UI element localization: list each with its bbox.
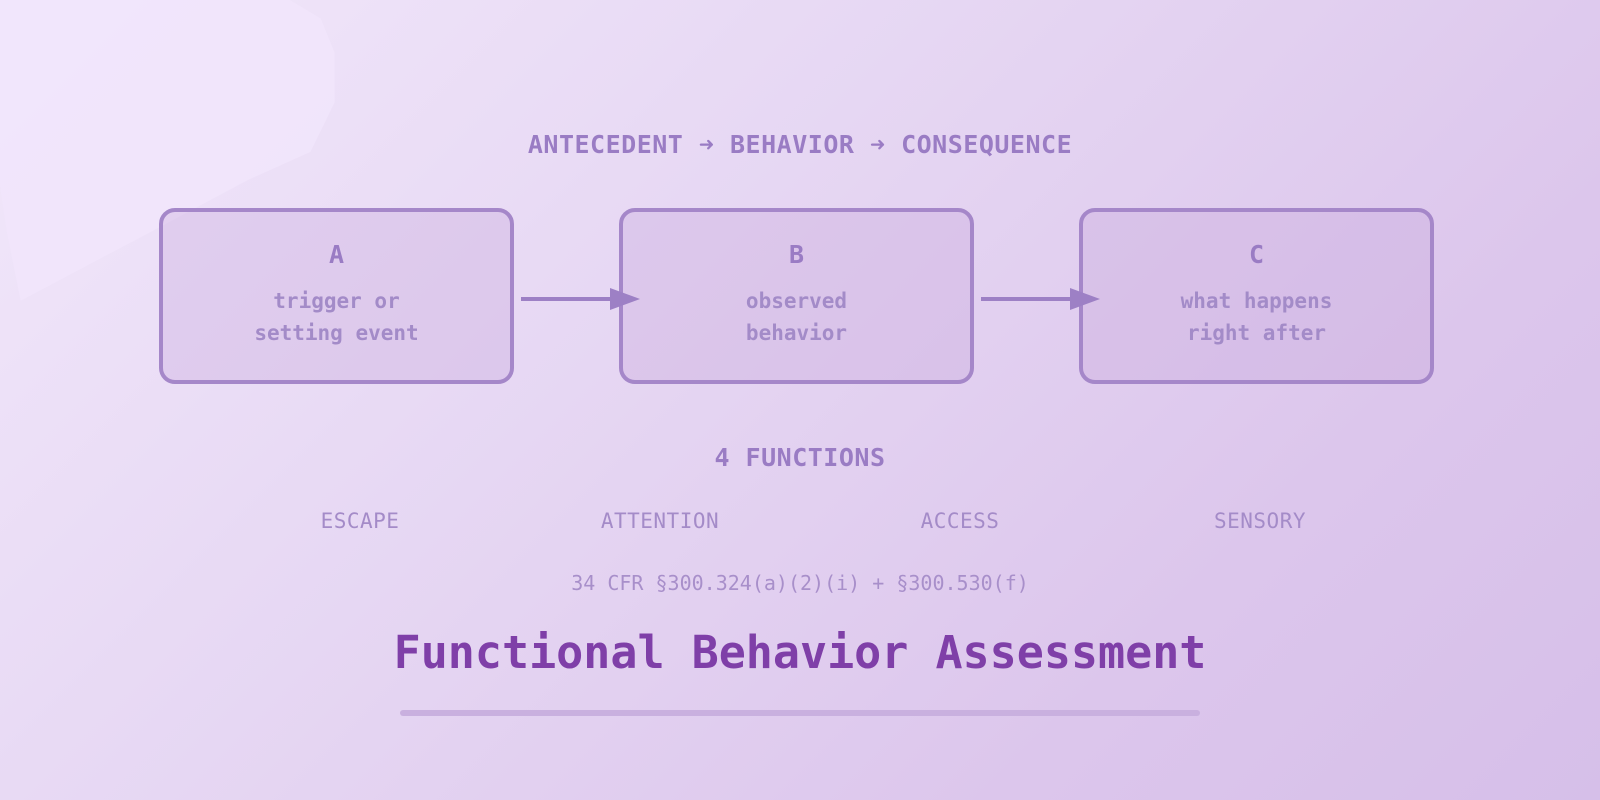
- regulation-citation: 34 CFR §300.324(a)(2)(i) + §300.530(f): [571, 571, 1029, 595]
- consequence-line-1: what happens: [1180, 289, 1333, 313]
- function-attention: ATTENTION: [600, 509, 720, 533]
- antecedent-box: A trigger or setting event: [159, 208, 514, 384]
- consequence-description: what happens right after: [1127, 285, 1387, 349]
- function-sensory: SENSORY: [1213, 509, 1306, 533]
- function-escape: ESCAPE: [320, 509, 400, 533]
- antecedent-description: trigger or setting event: [207, 285, 467, 349]
- consequence-line-2: right after: [1186, 321, 1327, 345]
- antecedent-line-2: setting event: [254, 321, 419, 345]
- antecedent-letter: A: [328, 240, 345, 269]
- flow-heading: ANTECEDENT ➜ BEHAVIOR ➜ CONSEQUENCE: [527, 130, 1073, 159]
- behavior-letter: B: [788, 240, 805, 269]
- behavior-line-1: observed: [745, 289, 848, 313]
- antecedent-line-1: trigger or: [273, 289, 400, 313]
- page-title: Functional Behavior Assessment: [393, 626, 1207, 679]
- functions-heading: 4 FUNCTIONS: [714, 443, 886, 472]
- consequence-letter: C: [1248, 240, 1265, 269]
- title-underline: [400, 710, 1200, 716]
- function-access: ACCESS: [920, 509, 1000, 533]
- consequence-box: C what happens right after: [1079, 208, 1434, 384]
- behavior-description: observed behavior: [667, 285, 927, 349]
- behavior-line-2: behavior: [745, 321, 848, 345]
- behavior-box: B observed behavior: [619, 208, 974, 384]
